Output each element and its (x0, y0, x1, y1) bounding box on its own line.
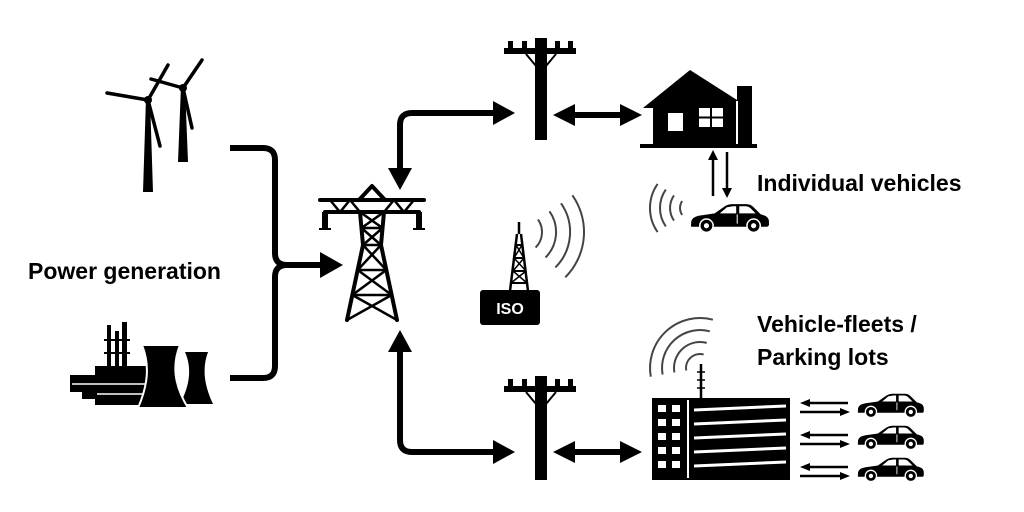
utility-pole-icon (504, 376, 576, 480)
parking-lots-label: Parking lots (757, 344, 889, 370)
pole-garage-double-arrow (553, 441, 642, 463)
house-icon (640, 70, 757, 148)
car-icon (690, 203, 770, 233)
utility-pole-icon (504, 38, 576, 140)
car-icon (857, 457, 925, 482)
power-plant-icon (70, 322, 213, 409)
iso-label: ISO (496, 301, 524, 318)
transmission-tower-icon (318, 184, 426, 322)
iso-box: ISO (480, 290, 540, 325)
garage-fleet-arrows (800, 399, 850, 480)
vehicle-fleets-label: Vehicle-fleets / (757, 311, 917, 337)
individual-vehicles-label: Individual vehicles (757, 170, 962, 196)
power-generation-label: Power generation (28, 258, 221, 284)
car-icon (857, 393, 925, 418)
signal-waves-icon (534, 194, 586, 279)
car-signal-waves-icon (648, 183, 684, 233)
tower-to-house-line-arrow (388, 101, 515, 190)
house-car-arrows (708, 150, 732, 198)
car-icon (857, 425, 925, 450)
wind-turbine-icon (105, 58, 204, 192)
garage-signal-waves-icon (649, 317, 714, 377)
parking-garage-icon (652, 364, 790, 480)
radio-tower-icon (508, 222, 530, 292)
pole-house-double-arrow (553, 104, 642, 126)
generation-to-grid-arrow (230, 145, 343, 381)
tower-to-fleet-line-arrow (388, 330, 515, 464)
